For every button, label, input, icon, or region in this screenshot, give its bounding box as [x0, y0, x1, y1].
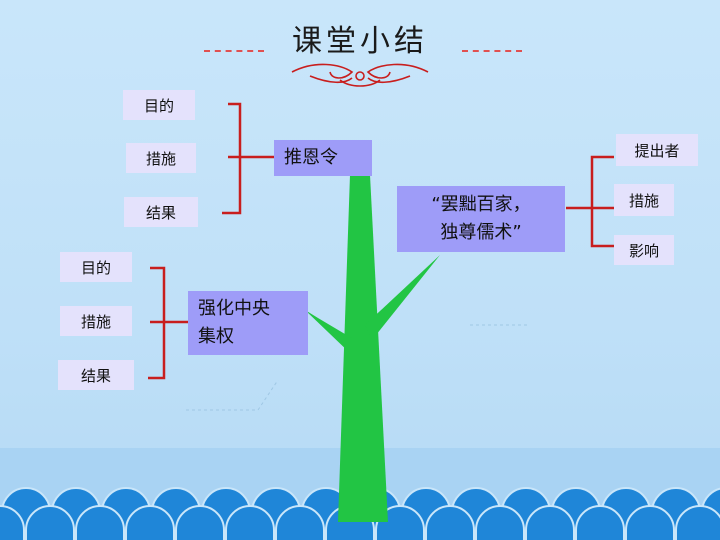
wave-scallop	[225, 505, 275, 540]
tree-branch-right	[365, 255, 440, 340]
tree-branch-left	[305, 310, 355, 355]
title-ornament	[291, 63, 429, 87]
wave-scallop	[175, 505, 225, 540]
tuienling-main-box: 推恩令	[274, 140, 372, 176]
wave-scallop	[525, 505, 575, 540]
bracket-jiquan	[148, 266, 188, 380]
zunru-main-box: “罢黜百家， 独尊儒术”	[397, 186, 565, 252]
jiquan-item-purpose: 目的	[60, 252, 132, 282]
wave-scallop	[275, 505, 325, 540]
jiquan-item-result: 结果	[58, 360, 134, 390]
wave-scallop	[425, 505, 475, 540]
title-dash-left	[204, 50, 264, 52]
wave-pattern	[0, 487, 720, 540]
wave-scallop	[675, 505, 720, 540]
jiquan-item-measures: 措施	[60, 306, 132, 336]
zunru-item-proposer: 提出者	[616, 134, 698, 166]
page-title: 课堂小结	[292, 24, 428, 59]
zunru-main-line2: 独尊儒术”	[440, 222, 522, 243]
wave-scallop	[125, 505, 175, 540]
zunru-item-influence: 影响	[614, 235, 674, 265]
bracket-zunru	[566, 155, 614, 248]
zunru-item-measures: 措施	[614, 184, 674, 216]
wave-scallop	[25, 505, 75, 540]
title-dash-right	[462, 50, 522, 52]
tuienling-item-result: 结果	[124, 197, 198, 227]
dotted-guide	[257, 379, 279, 411]
wave-scallop	[575, 505, 625, 540]
jiquan-main-line2: 集权	[198, 326, 234, 347]
bracket-tuienling	[222, 102, 274, 215]
tuienling-item-purpose: 目的	[123, 90, 195, 120]
wave-scallop	[375, 505, 425, 540]
wave-scallop	[75, 505, 125, 540]
wave-scallop	[475, 505, 525, 540]
tuienling-item-measures: 措施	[126, 143, 196, 173]
wave-scallop	[625, 505, 675, 540]
zunru-main-line1: “罢黜百家，	[431, 194, 531, 215]
wave-scallop	[0, 505, 25, 540]
tree-trunk	[338, 175, 388, 522]
jiquan-main-line1: 强化中央	[198, 298, 270, 319]
jiquan-main-box: 强化中央 集权	[188, 291, 308, 355]
